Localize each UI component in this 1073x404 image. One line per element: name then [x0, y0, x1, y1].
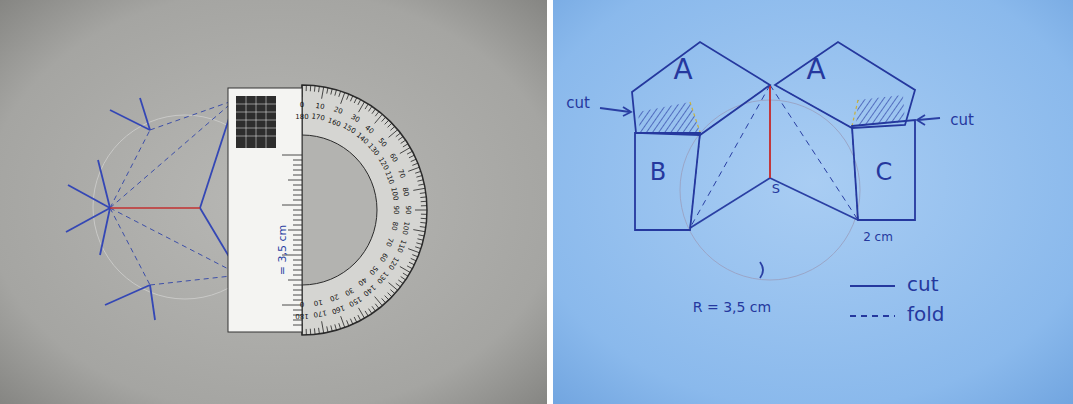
protractor-number: 80 — [401, 187, 409, 197]
protractor-number: 130 — [366, 143, 380, 158]
protractor-number: 90 — [392, 206, 399, 215]
net-face: C — [852, 120, 915, 220]
cut-lines — [66, 98, 240, 320]
legend-text: fold — [907, 304, 945, 324]
protractor-number: 140 — [354, 132, 369, 146]
cut-note: cut — [950, 113, 974, 128]
radius-dimension: R = 3,5 cm — [693, 300, 771, 314]
protractor-number: 30 — [349, 114, 360, 125]
protractor-number: 10 — [313, 297, 323, 305]
protractor-number: 150 — [347, 295, 362, 308]
face-outline — [632, 42, 770, 135]
red-line — [769, 85, 771, 178]
net-face: A — [632, 42, 770, 135]
protractor-number: 170 — [311, 114, 325, 123]
protractor-number: 100 — [389, 187, 398, 201]
protractor-number: 140 — [362, 283, 377, 297]
protractor-number: 60 — [388, 152, 399, 163]
protractor-number: 110 — [395, 238, 406, 253]
glue-marks — [690, 100, 858, 132]
radius-note: = 3,5 cm — [277, 225, 288, 275]
protractor-number: 130 — [375, 270, 389, 285]
protractor — [302, 85, 427, 335]
face-outline — [635, 133, 700, 230]
legend-sample — [850, 285, 895, 287]
face-letter: A — [673, 56, 692, 84]
net-face: A — [775, 42, 915, 128]
protractor-number: 50 — [368, 264, 379, 275]
grey-photo — [0, 0, 547, 404]
protractor-number: 170 — [313, 309, 327, 318]
net-face: B — [635, 133, 700, 230]
protractor-number: 110 — [384, 171, 395, 186]
fold-lines — [110, 100, 240, 285]
protractor-number: 70 — [385, 236, 395, 247]
face-letter: A — [806, 56, 825, 84]
protractor-number: 100 — [401, 221, 410, 235]
protractor-number: 50 — [377, 137, 388, 148]
protractor-number: 160 — [330, 303, 345, 314]
protractor-number: 150 — [341, 123, 356, 136]
protractor-number: 90 — [404, 206, 411, 215]
center-letter: S — [772, 182, 780, 195]
face-outline — [775, 42, 915, 128]
protractor-number: 40 — [364, 124, 375, 135]
ruler — [228, 88, 302, 332]
protractor-number: 160 — [326, 117, 341, 128]
face-letter: C — [876, 160, 893, 184]
protractor-number: 70 — [396, 169, 406, 180]
protractor-number: 20 — [333, 107, 344, 117]
hatched-flap — [638, 102, 700, 132]
cut-note: cut — [566, 96, 590, 111]
legend-text: cut — [907, 274, 939, 294]
protractor-number: 180 — [295, 312, 308, 319]
protractor-number: 120 — [376, 156, 389, 171]
protractor-number: 20 — [328, 293, 339, 303]
fold-lines — [690, 85, 858, 228]
blue-photo — [553, 0, 1073, 404]
protractor-number: 80 — [389, 221, 397, 231]
protractor-number: 120 — [387, 255, 400, 270]
protractor-number: 0 — [300, 102, 304, 109]
protractor-number: 10 — [315, 102, 325, 110]
protractor-number: 40 — [356, 276, 367, 287]
legend-sample — [850, 315, 895, 317]
face-letter: B — [650, 160, 666, 184]
protractor-number: 180 — [295, 114, 308, 121]
protractor-number: 0 — [300, 300, 304, 307]
protractor-number: 30 — [343, 285, 354, 296]
dimension: 2 cm — [863, 231, 893, 243]
red-line — [110, 207, 200, 209]
protractor-number: 60 — [377, 251, 388, 262]
